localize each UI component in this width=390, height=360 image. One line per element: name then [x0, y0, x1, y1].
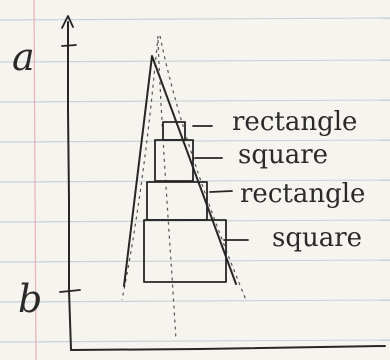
axis-arrowhead — [61, 15, 74, 29]
tick-a — [61, 44, 77, 47]
horizontal-axis — [70, 345, 386, 351]
stack-label-4: square — [272, 223, 362, 253]
stack-box-4 — [143, 219, 227, 283]
dashed-envelope-left — [121, 35, 159, 301]
dashed-center-line — [157, 39, 177, 341]
stack-label-2: square — [238, 140, 328, 170]
vertical-axis — [67, 21, 72, 351]
stack-box-2 — [154, 139, 194, 182]
label-b: b — [18, 277, 42, 321]
label-a: a — [12, 35, 35, 79]
stack-label-3: rectangle — [240, 179, 365, 209]
tick-b — [59, 289, 81, 293]
stack-box-3 — [146, 181, 208, 221]
stack-label-1: rectangle — [232, 107, 357, 137]
leader-3 — [209, 190, 233, 193]
triangle-outline — [123, 55, 237, 287]
